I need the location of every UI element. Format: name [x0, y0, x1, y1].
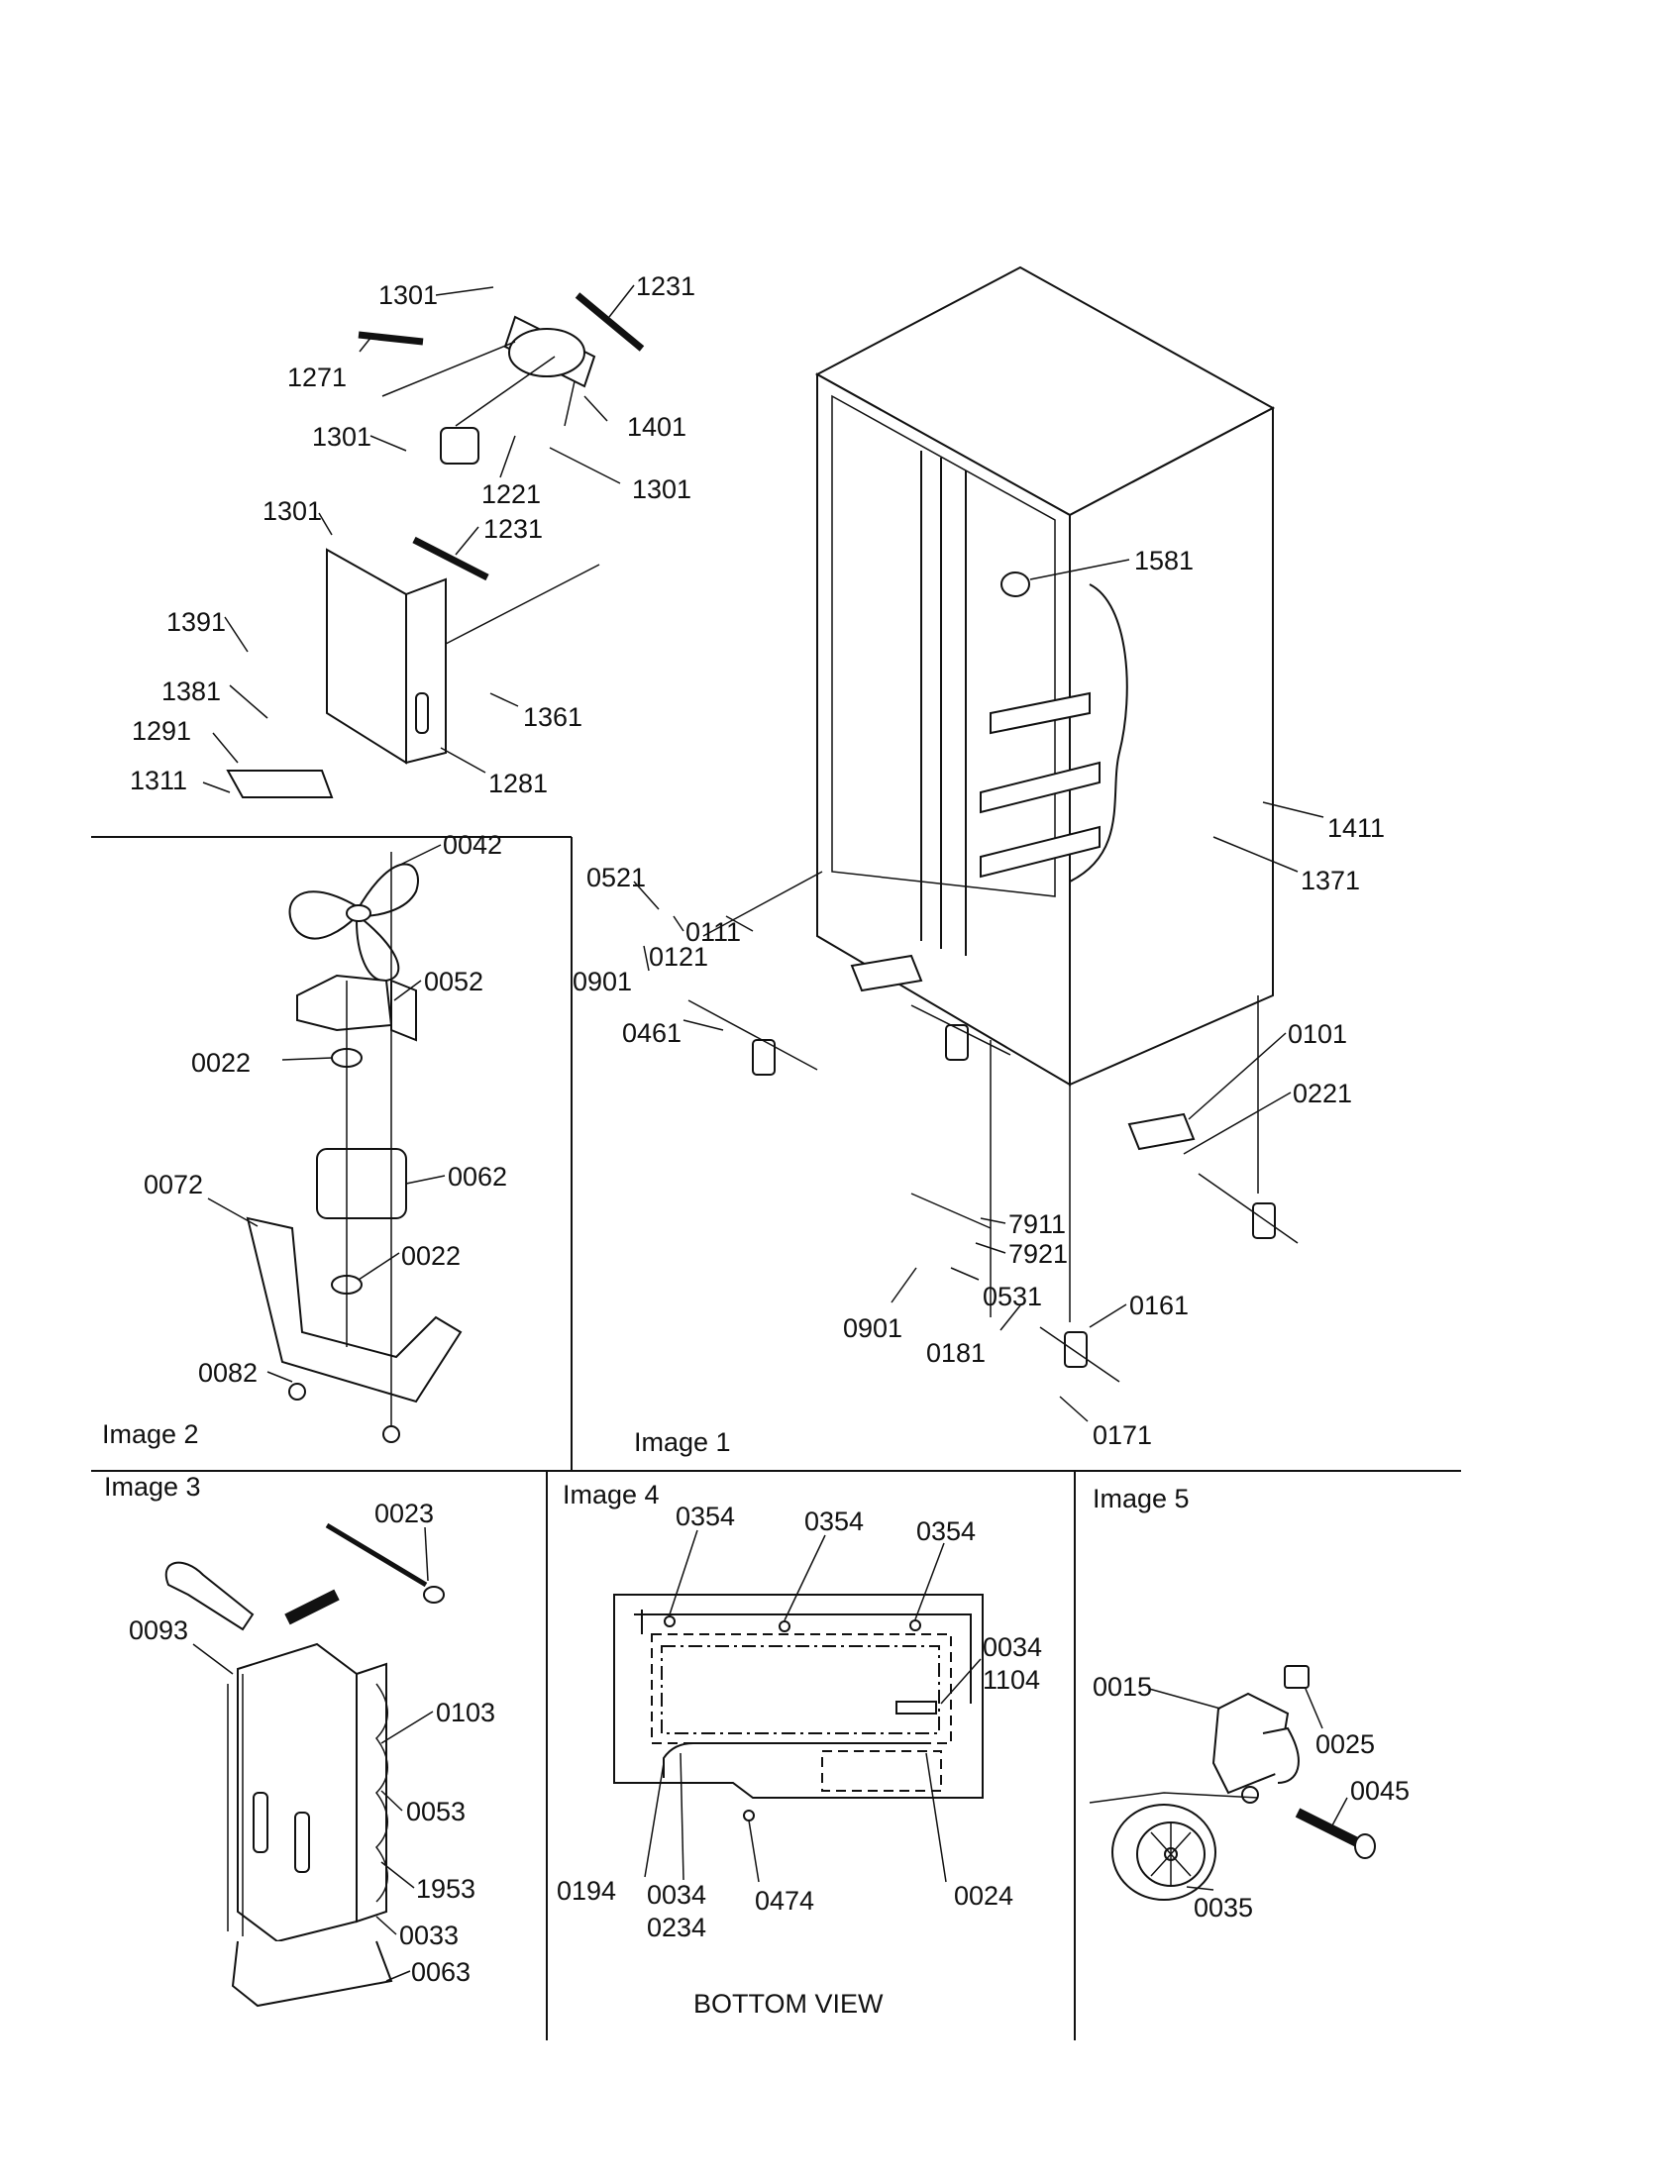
bottom-view-drawing [613, 1594, 984, 1821]
part-callouts: 1301 1231 1271 1301 1401 1221 1301 1301 … [129, 271, 1410, 1987]
callout-1581: 1581 [1134, 546, 1194, 575]
callout-0521: 0521 [586, 863, 646, 892]
bottom-view-caption: BOTTOM VIEW [693, 1989, 884, 2019]
callout-0023: 0023 [374, 1499, 434, 1528]
panel-dividers [91, 836, 1461, 2040]
refrigerator-cabinet [814, 265, 1276, 1151]
callout-0072: 0072 [144, 1170, 203, 1199]
callout-7921: 7921 [1008, 1239, 1068, 1269]
callout-1391: 1391 [166, 607, 226, 637]
callout-0121: 0121 [649, 942, 708, 972]
callout-0234: 0234 [647, 1913, 706, 1942]
callout-0103: 0103 [436, 1698, 495, 1727]
callout-7911: 7911 [1008, 1209, 1066, 1239]
callout-1301-d: 1301 [262, 496, 322, 526]
callout-0531: 0531 [983, 1282, 1042, 1311]
callout-1231-b: 1231 [483, 514, 543, 544]
callout-0022-b: 0022 [401, 1241, 461, 1271]
callout-0181: 0181 [926, 1338, 986, 1368]
callout-1271: 1271 [287, 363, 347, 392]
callout-0171: 0171 [1093, 1420, 1152, 1450]
callout-1104: 1104 [983, 1665, 1040, 1695]
callout-0901-a: 0901 [573, 967, 632, 996]
callout-0035: 0035 [1194, 1893, 1253, 1923]
panel-title-image2: Image 2 [102, 1419, 199, 1449]
callout-0034-b: 0034 [647, 1880, 706, 1910]
callout-0063: 0063 [411, 1957, 471, 1987]
evaporator-fan-assembly [358, 292, 645, 465]
caster-assembly [1089, 1665, 1376, 1901]
callout-1381: 1381 [161, 676, 221, 706]
callout-1361: 1361 [523, 702, 582, 732]
callout-1221: 1221 [481, 479, 541, 509]
callout-1301-c: 1301 [632, 474, 691, 504]
callout-0052: 0052 [424, 967, 483, 996]
panel-title-image3: Image 3 [104, 1472, 201, 1502]
callout-1311: 1311 [130, 766, 187, 795]
callout-0022-a: 0022 [191, 1048, 251, 1078]
callout-0015: 0015 [1093, 1672, 1152, 1702]
leader-lines [192, 284, 1348, 1982]
callout-0025: 0025 [1315, 1729, 1375, 1759]
callout-0101: 0101 [1288, 1019, 1347, 1049]
panel-title-image4: Image 4 [563, 1480, 660, 1509]
callout-1411: 1411 [1327, 813, 1385, 843]
callout-0024: 0024 [954, 1881, 1013, 1911]
callout-0161: 0161 [1129, 1291, 1189, 1320]
cabinet-casters [687, 871, 1299, 1383]
callout-0354-b: 0354 [804, 1507, 864, 1536]
callout-1401: 1401 [627, 412, 686, 442]
callout-0062: 0062 [448, 1162, 507, 1192]
panel-title-image1: Image 1 [634, 1427, 731, 1457]
callout-0053: 0053 [406, 1797, 466, 1826]
callout-1291: 1291 [132, 716, 191, 746]
panel-title-image5: Image 5 [1093, 1484, 1190, 1513]
panel-titles: Image 1 Image 2 Image 3 Image 4 Image 5 … [102, 1419, 1190, 2019]
callout-0111: 0111 [685, 917, 741, 947]
callout-0093: 0093 [129, 1615, 188, 1645]
callout-0194: 0194 [557, 1876, 616, 1906]
callout-0474: 0474 [755, 1886, 814, 1916]
callout-0034-a: 0034 [983, 1632, 1042, 1662]
callout-1953: 1953 [416, 1874, 475, 1904]
callout-1301-b: 1301 [312, 422, 371, 452]
callout-0901-b: 0901 [843, 1313, 902, 1343]
callout-0082: 0082 [198, 1358, 258, 1388]
fan-shroud-plate [226, 536, 600, 798]
callout-0354-c: 0354 [916, 1516, 976, 1546]
callout-0045: 0045 [1350, 1776, 1410, 1806]
callout-0042: 0042 [443, 830, 502, 860]
fan-motor-assembly [246, 852, 463, 1443]
callout-0461: 0461 [622, 1018, 682, 1048]
callout-0221: 0221 [1293, 1079, 1352, 1108]
callout-0033: 0033 [399, 1921, 459, 1950]
callout-1231-a: 1231 [636, 271, 695, 301]
callout-0354-a: 0354 [676, 1502, 735, 1531]
callout-1281: 1281 [488, 769, 548, 798]
evaporator-coil [164, 1522, 445, 2008]
callout-1301-a: 1301 [378, 280, 438, 310]
callout-1371: 1371 [1301, 866, 1360, 895]
